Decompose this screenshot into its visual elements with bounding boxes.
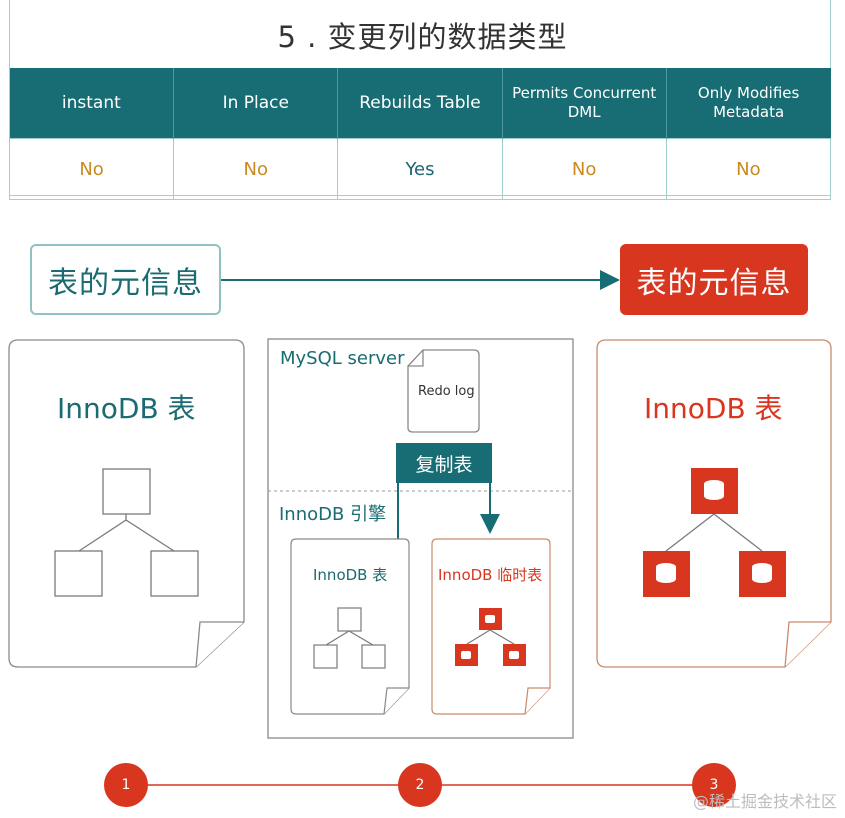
header-permits-concurrent-dml: Permits Concurrent DML xyxy=(501,68,667,139)
innodb-engine-label: InnoDB 引擎 xyxy=(279,504,387,525)
innodb-temp-table-label: InnoDB 临时表 xyxy=(438,566,543,584)
ddl-properties-table: instant In Place Rebuilds Table Permits … xyxy=(8,68,832,200)
step-2: 2 xyxy=(398,763,442,807)
right-panel-title: InnoDB 表 xyxy=(644,392,783,425)
temp-tree-icon xyxy=(455,608,526,666)
header-only-modifies-metadata: Only Modifies Metadata xyxy=(665,68,831,139)
step-1: 1 xyxy=(104,763,148,807)
redo-log-doc xyxy=(407,349,480,433)
page-title: 5 . 变更列的数据类型 xyxy=(277,20,568,54)
header-instant: instant xyxy=(9,68,174,139)
cell-in-place: No xyxy=(173,138,339,200)
header-metadata-text: Only Modifies Metadata xyxy=(697,83,800,122)
left-page-fold xyxy=(195,621,244,668)
watermark: @稀土掘金技术社区 xyxy=(692,792,837,811)
left-tree-icon xyxy=(54,468,199,597)
mysql-server-label: MySQL server xyxy=(280,348,405,369)
left-panel-title: InnoDB 表 xyxy=(57,392,196,425)
meta-info-target: 表的元信息 xyxy=(620,244,808,315)
header-permits-text: Permits Concurrent DML xyxy=(512,83,657,122)
copy-table-box: 复制表 xyxy=(396,443,492,483)
header-rebuilds-table: Rebuilds Table xyxy=(337,68,503,139)
right-tree-icon xyxy=(643,468,786,597)
cell-permits-concurrent-dml: No xyxy=(501,138,667,200)
cell-rebuilds-table: Yes xyxy=(337,138,503,200)
innodb-table-label: InnoDB 表 xyxy=(313,566,388,584)
right-page-fold xyxy=(784,621,831,668)
small-tree-icon xyxy=(313,607,386,669)
table-row: No No Yes No No xyxy=(8,138,832,200)
cell-only-modifies-metadata: No xyxy=(665,138,832,200)
table-header-row: instant In Place Rebuilds Table Permits … xyxy=(9,68,831,139)
header-in-place: In Place xyxy=(173,68,338,139)
step-3: 3 xyxy=(692,763,736,807)
meta-info-source: 表的元信息 xyxy=(30,244,221,315)
redo-log-label: Redo log xyxy=(418,384,475,399)
cell-instant: No xyxy=(8,138,175,200)
